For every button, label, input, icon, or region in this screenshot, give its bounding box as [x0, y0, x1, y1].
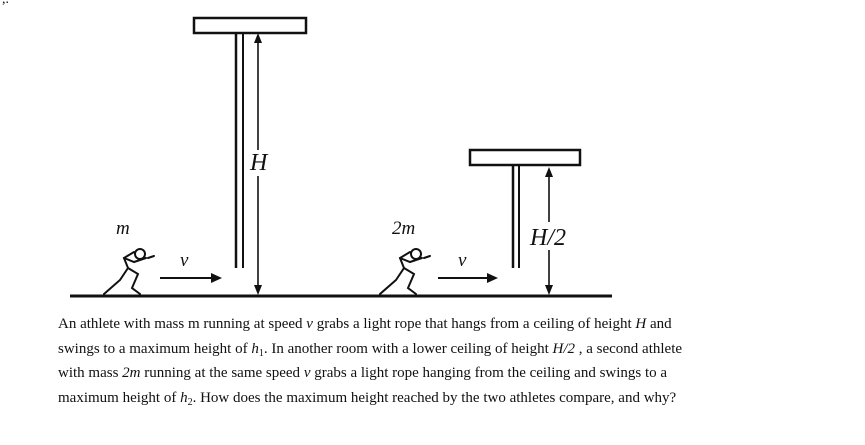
question-text-part: running at the same speed	[140, 365, 304, 381]
H-label-bg	[248, 150, 270, 176]
symbol-H: H	[635, 316, 647, 332]
question-text-part: with mass	[58, 365, 123, 381]
question-text: An athlete with mass m running at speed …	[58, 312, 858, 410]
question-text-part: An athlete with mass m running at speed	[58, 316, 307, 332]
H2-label-bg	[530, 222, 574, 250]
physics-figure: H H/2 m v 2m v	[70, 16, 612, 298]
label-H2: H/2	[529, 225, 566, 251]
subscript-2: 2	[187, 396, 193, 408]
question-text-part: maximum height of	[58, 389, 181, 406]
height-H-arrowhead-top	[254, 33, 262, 43]
symbol-v: v	[306, 316, 313, 332]
height-H-arrowhead-bottom	[254, 285, 262, 295]
question-text-part: . How does the maximum height reached by…	[192, 389, 677, 406]
question-line-2: swings to a maximum height of h1. In ano…	[58, 337, 858, 362]
label-v2: v	[458, 250, 467, 271]
question-text-part: and	[646, 316, 672, 332]
athlete-1-icon	[103, 248, 155, 295]
symbol-2m: 2m	[122, 365, 141, 381]
symbol-h2: h	[180, 389, 188, 406]
label-v1: v	[180, 250, 189, 271]
question-text-part: swings to a maximum height of	[58, 340, 252, 357]
height-H2-arrowhead-bottom	[545, 285, 553, 295]
tall-ceiling	[192, 16, 308, 35]
question-line-3: with mass 2m running at the same speed v…	[58, 361, 858, 386]
question-text-part: grabs a light rope hanging from the ceil…	[310, 365, 668, 381]
question-line-1: An athlete with mass m running at speed …	[58, 312, 858, 337]
corner-mark: ,.	[2, 0, 9, 8]
short-ceiling	[468, 148, 582, 167]
question-text-part: . In another room with a lower ceiling o…	[263, 340, 553, 357]
symbol-h1: h	[251, 340, 259, 357]
label-m: m	[116, 218, 130, 239]
label-H: H	[249, 150, 269, 176]
velocity-arrow-1	[160, 273, 222, 283]
question-text-part: , a second athlete	[575, 340, 683, 357]
label-2m: 2m	[392, 218, 415, 239]
question-text-part: grabs a light rope that hangs from a cei…	[312, 316, 636, 332]
subscript-1: 1	[258, 347, 264, 359]
question-line-4: maximum height of h2. How does the maxim…	[58, 386, 858, 411]
velocity-arrow-2	[438, 273, 498, 283]
athlete-2-icon	[379, 248, 431, 295]
symbol-v: v	[303, 365, 311, 381]
symbol-H-half: H/2	[552, 340, 576, 357]
height-H2-arrowhead-top	[545, 167, 553, 177]
